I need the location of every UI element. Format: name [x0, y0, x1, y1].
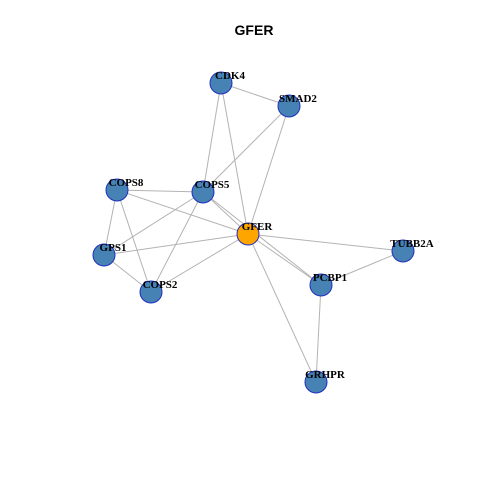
node-cops5: COPS5: [191, 179, 230, 204]
node-circle-cops2: [139, 280, 163, 304]
node-pcbp1: PCBP1: [309, 272, 347, 297]
edge-cops5-cops2: [150, 191, 204, 293]
edge-tubb2a-pcbp1: [320, 250, 404, 286]
edge-cdk4-cops5: [202, 82, 222, 193]
diagram-title: GFER: [235, 22, 274, 38]
edge-cops5-gps1: [103, 191, 204, 256]
edge-cdk4-smad2: [220, 82, 290, 107]
edge-layer: [103, 82, 404, 383]
node-label-cops2: COPS2: [143, 279, 178, 291]
node-circle-pcbp1: [309, 273, 333, 297]
edge-gfer-tubb2a: [247, 233, 404, 252]
node-label-gps1: GPS1: [100, 242, 127, 254]
node-smad2: SMAD2: [277, 93, 317, 118]
node-gps1: GPS1: [92, 242, 127, 267]
edge-smad2-gfer: [247, 105, 290, 235]
node-circle-cdk4: [209, 71, 233, 95]
edge-cops5-pcbp1: [202, 191, 322, 286]
node-circle-grhpr: [304, 370, 328, 394]
node-circle-cops8: [105, 178, 129, 202]
node-circle-cops5: [191, 180, 215, 204]
node-circle-gfer: [236, 222, 260, 246]
node-label-cdk4: CDK4: [215, 70, 245, 82]
edge-cops8-gfer: [116, 189, 249, 235]
edge-smad2-cops5: [202, 105, 290, 193]
node-label-tubb2a: TUBB2A: [390, 238, 433, 250]
node-grhpr: GRHPR: [304, 369, 346, 394]
node-label-cops8: COPS8: [109, 177, 144, 189]
node-label-gfer: GFER: [242, 221, 274, 233]
node-gfer: GFER: [236, 221, 274, 246]
node-circle-tubb2a: [391, 239, 415, 263]
node-circle-smad2: [277, 94, 301, 118]
node-label-grhpr: GRHPR: [305, 369, 346, 381]
node-label-pcbp1: PCBP1: [313, 272, 347, 284]
node-circle-gps1: [92, 243, 116, 267]
edge-cops8-cops2: [116, 189, 152, 293]
edge-gfer-pcbp1: [247, 233, 322, 286]
edge-cdk4-gfer: [220, 82, 249, 235]
edge-gfer-cops2: [150, 233, 249, 293]
node-cops2: COPS2: [139, 279, 178, 304]
edge-gfer-gps1: [103, 233, 249, 256]
node-cdk4: CDK4: [209, 70, 245, 95]
node-label-cops5: COPS5: [195, 179, 230, 191]
node-cops8: COPS8: [105, 177, 144, 202]
node-tubb2a: TUBB2A: [390, 238, 434, 263]
edge-cops8-cops5: [116, 189, 204, 193]
edge-pcbp1-grhpr: [315, 284, 322, 383]
edge-gfer-grhpr: [247, 233, 317, 383]
node-label-smad2: SMAD2: [279, 93, 317, 105]
